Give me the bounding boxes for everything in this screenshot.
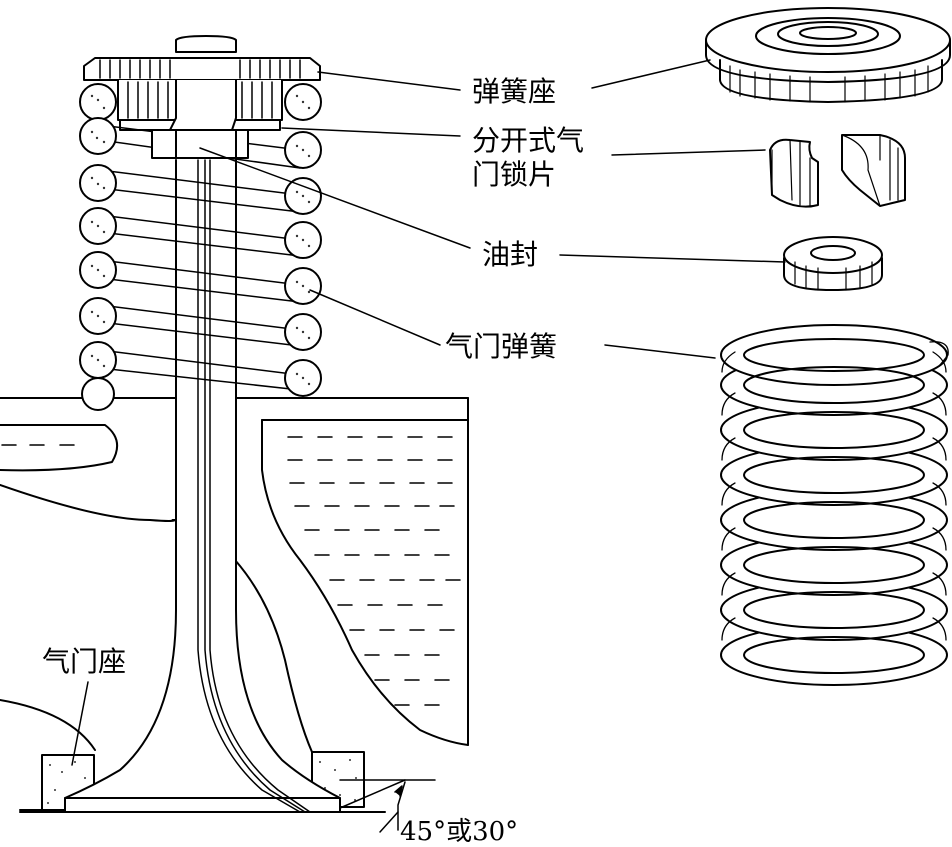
retainer-section [83, 35, 321, 159]
label-split-collet-line1: 分开式气 [472, 124, 585, 157]
valve [19, 159, 386, 813]
label-oil-seal: 油封 [482, 238, 539, 271]
valve-spring-section [79, 83, 322, 411]
angle-dimension [339, 779, 436, 833]
label-seat-angle: 45°或30° [400, 817, 519, 847]
oil-seal-part [783, 236, 883, 291]
retainer-part [705, 7, 951, 103]
collet-part-right [841, 134, 906, 207]
spring-part [720, 324, 949, 686]
label-spring-retainer: 弹簧座 [472, 75, 557, 108]
label-split-collet: 分开式气 门锁片 [472, 124, 584, 192]
label-valve-seat: 气门座 [42, 645, 127, 678]
cylinder-head [0, 397, 469, 753]
label-valve-spring: 气门弹簧 [445, 330, 558, 363]
leader-lines [71, 59, 786, 766]
coolant-dashes [1, 436, 461, 706]
collet-part-left [769, 138, 819, 208]
label-split-collet-line2: 门锁片 [472, 158, 557, 191]
